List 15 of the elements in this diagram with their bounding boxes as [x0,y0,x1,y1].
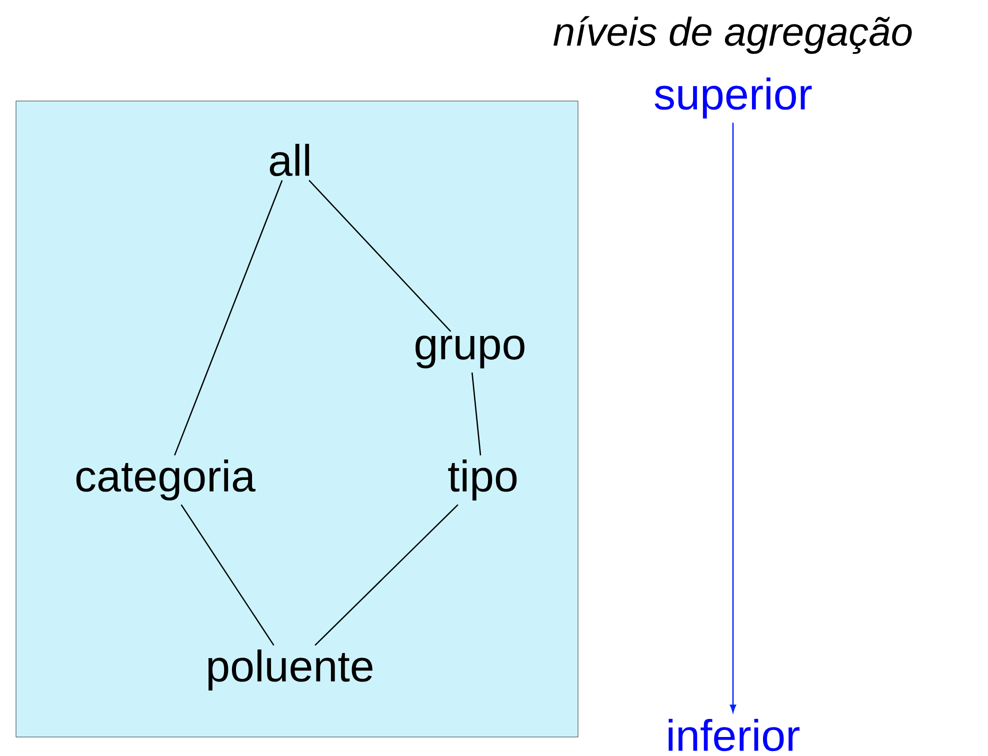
connector-line [180,504,274,646]
level-label: superior [654,78,812,118]
hierarchy-label: grupo [416,336,524,368]
connector-line [308,180,452,332]
arrow [730,122,736,712]
level-label: inferior [668,718,800,752]
connector-line [174,180,283,456]
panel-box [16,100,578,738]
hierarchy-label: categoria [76,460,256,500]
connector-line [471,372,482,456]
hierarchy-label: tipo [448,460,517,500]
hierarchy-label: poluente [208,650,372,691]
hierarchy-label: all [270,144,310,176]
connector-line [314,504,458,646]
heading: níveis de agregação [554,16,912,54]
